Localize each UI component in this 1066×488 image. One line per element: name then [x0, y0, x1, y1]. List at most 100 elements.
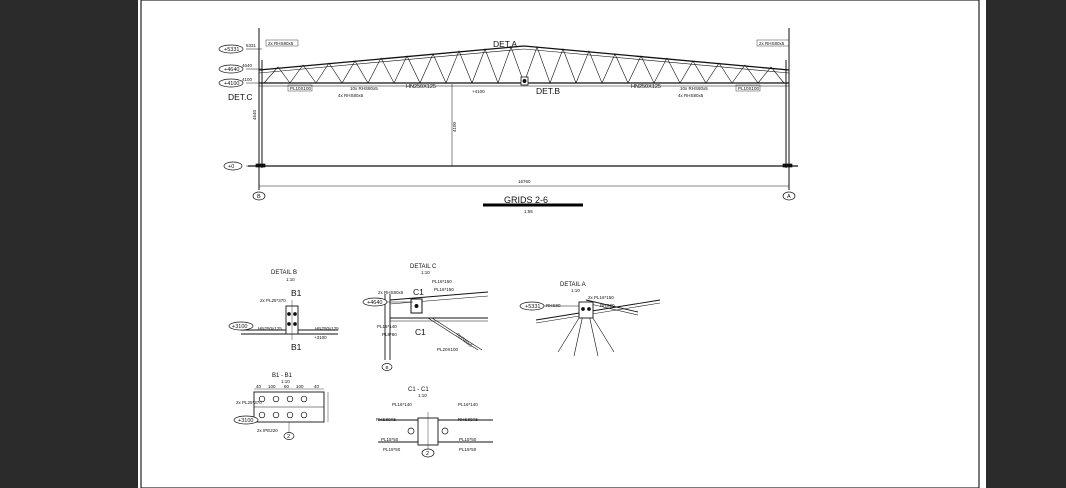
- detail-b-section-top: B1: [291, 288, 302, 298]
- section-c1-pl-tr: PL16*140: [458, 402, 478, 407]
- detail-c-pl1: PL16*150: [432, 279, 452, 284]
- web-right: [523, 46, 785, 84]
- top-chord-left-inner: [258, 48, 525, 74]
- section-b1-plate: 2x PL25*370: [236, 400, 262, 405]
- label-pl-left: PL10X100: [290, 86, 312, 91]
- grid-bubble-left: [252, 191, 266, 201]
- web-left: [263, 46, 525, 84]
- detail-c-level: +4640: [367, 300, 382, 306]
- label-box-rhs-left: [265, 39, 299, 47]
- top-chord-right-inner: [523, 48, 790, 74]
- top-chord-right: [523, 45, 790, 71]
- section-b1-level: +3100: [238, 418, 253, 424]
- grid-bubble-right: [782, 191, 796, 201]
- detail-a-rhs: RHS80: [546, 303, 561, 308]
- section-c1-pl-bl2: PL15*50: [383, 447, 401, 452]
- level-eave-label: +4100: [224, 81, 239, 87]
- section-b1: [233, 388, 329, 440]
- detail-c-grid-bubble: [381, 363, 393, 371]
- detail-a-plate: 2x PL16*150: [588, 295, 614, 300]
- detail-b-hn-left: HN250x125: [258, 326, 282, 331]
- level-bubble-ground: [223, 161, 243, 171]
- elevation-scale: 1:55: [524, 209, 533, 214]
- detail-a-rhs2: RHS80: [600, 303, 615, 308]
- label-box-pl-right: [735, 84, 761, 92]
- level-bubble-eave: [218, 78, 244, 88]
- section-b1-title: B1 - B1: [272, 373, 293, 379]
- detail-c-top-chord-inner: [389, 295, 489, 305]
- section-b1-bolt: [258, 411, 266, 419]
- section-b1-dim: 100: [268, 384, 276, 389]
- section-c1-pl-br: PL15*50: [459, 437, 477, 442]
- detail-c-section: C1: [413, 287, 424, 297]
- section-c1-pl-bl: PL15*50: [381, 437, 399, 442]
- height-mid-text: 4100: [452, 121, 457, 132]
- detail-a-title: DETAIL A: [560, 282, 586, 288]
- detail-a-scale: 1:10: [571, 288, 580, 293]
- section-c1-title: C1 - C1: [408, 387, 429, 393]
- span-dimension-text: 16760: [518, 179, 531, 184]
- label-rhs-c-right: 4x RHS80x5: [678, 93, 704, 98]
- section-c1-grid: 2: [426, 451, 429, 457]
- sheet-border: [140, 0, 980, 488]
- detail-a-chord-right: [585, 299, 639, 313]
- label-rhs-left: 2x RHS80x5: [268, 41, 294, 46]
- detail-a: [519, 299, 661, 357]
- detail-b-section-bottom: B1: [291, 342, 302, 352]
- detail-b-bolt: [287, 312, 291, 316]
- detail-b-hn-right: HN250x125: [315, 326, 339, 331]
- det-b-bolt: [522, 79, 527, 83]
- level-bubble-top: [218, 44, 244, 54]
- label-hn-left: HN250X125: [406, 84, 436, 90]
- label-rhs-c-left: 4x RHS80x5: [338, 93, 364, 98]
- detail-c-diagonal-inner: [431, 317, 483, 351]
- detail-a-bolt: [581, 307, 585, 311]
- section-b1-bolt: [286, 411, 294, 419]
- section-c1-scale: 1:10: [418, 393, 427, 398]
- detail-c-grid: B: [386, 365, 389, 370]
- section-c1-rhs-r: RHS80X5: [458, 417, 479, 422]
- section-b1-dim: 100: [296, 384, 304, 389]
- base-plate-left: [255, 163, 266, 168]
- dim-4640: 4640: [242, 63, 253, 68]
- detail-b: [228, 300, 338, 340]
- detail-c-top-chord: [389, 291, 489, 301]
- level-top-label: +5331: [224, 47, 239, 53]
- section-b1-dim: 60: [284, 384, 290, 389]
- section-b1-bolt: [272, 411, 280, 419]
- label-box-rhs-right: [756, 39, 790, 47]
- section-b1-level-bubble: [233, 415, 259, 425]
- detail-a-plate: [578, 301, 594, 319]
- dim-5331: 5331: [246, 43, 257, 48]
- detail-c-bolt: [414, 304, 419, 308]
- detail-a-chord-right-inner: [585, 302, 639, 316]
- callout-det-c: DET.C: [228, 92, 253, 102]
- top-chord-left: [258, 45, 525, 71]
- detail-b-bolt: [293, 322, 297, 326]
- section-b1-bolt: [300, 411, 308, 419]
- section-c1-bolt-left: [407, 427, 415, 435]
- section-b1-scale: 1:10: [281, 379, 290, 384]
- dim-4100: 4100: [242, 77, 253, 82]
- drawing-canvas: +5331 +4640 +4100 +0 5331 4640 4100 DET.…: [140, 0, 980, 488]
- detail-b-bolt: [293, 312, 297, 316]
- detail-c-rhs: 2x RHS80x5: [378, 290, 404, 295]
- detail-a-chord-left-inner: [535, 302, 661, 324]
- base-plate-right: [782, 163, 793, 168]
- label-hn-right: HN250X125: [631, 84, 661, 90]
- detail-b-scale: 1:10: [286, 277, 295, 282]
- detail-c-scale: 1:10: [421, 270, 430, 275]
- section-b1-bolt: [300, 395, 308, 403]
- grid-right-label: A: [787, 194, 791, 200]
- section-b1-dim: 40: [314, 384, 320, 389]
- section-b1-bolt: [272, 395, 280, 403]
- section-c1-grid-bubble: [421, 448, 435, 458]
- detail-c-title: DETAIL C: [410, 264, 437, 270]
- label-inner-level: +4100: [472, 89, 485, 94]
- detail-a-chord-left: [535, 299, 661, 321]
- section-c1-pl-tl: PL16*140: [392, 402, 412, 407]
- section-c1: [378, 412, 493, 458]
- label-box-pl-left: [287, 84, 313, 92]
- callout-det-b: DET.B: [536, 86, 560, 96]
- section-b1-bolt: [258, 395, 266, 403]
